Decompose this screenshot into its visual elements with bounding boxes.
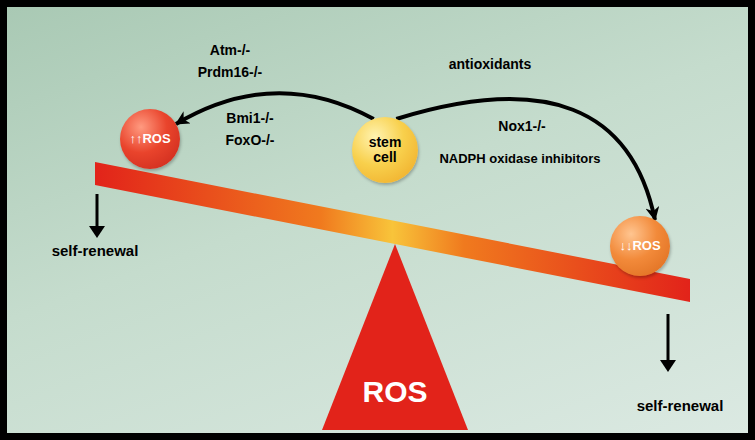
treatment-label: antioxidants: [449, 56, 531, 72]
ros-fulcrum: ROS: [322, 244, 468, 430]
triangle-fill: [322, 244, 468, 430]
node-text: stem cell: [362, 135, 408, 166]
node-text: ↓↓ROS: [619, 239, 660, 253]
high-ros-circle: ↑↑ROS: [120, 109, 180, 169]
curved-arrow: [396, 99, 655, 220]
node-text: ↑↑ROS: [129, 132, 170, 146]
low-ros-circle: ↓↓ROS: [610, 216, 670, 276]
stem-cell-circle: stem cell: [352, 117, 418, 183]
arrowhead: [89, 226, 105, 238]
outcome-label: self-renewal: [637, 397, 724, 414]
treatment-label: Bmi1-/-: [226, 110, 273, 126]
treatment-label: Nox1-/-: [498, 118, 545, 134]
treatment-label: Prdm16-/-: [198, 64, 263, 80]
treatment-label: NADPH oxidase inhibitors: [439, 151, 600, 166]
node-text: ROS: [362, 375, 427, 408]
outcome-label: self-renewal: [52, 242, 139, 259]
arrowhead: [660, 360, 676, 372]
treatment-label: FoxO-/-: [226, 132, 275, 148]
treatment-label: Atm-/-: [210, 42, 250, 58]
curved-arrow: [176, 93, 374, 124]
down-arrow: [667, 314, 670, 366]
